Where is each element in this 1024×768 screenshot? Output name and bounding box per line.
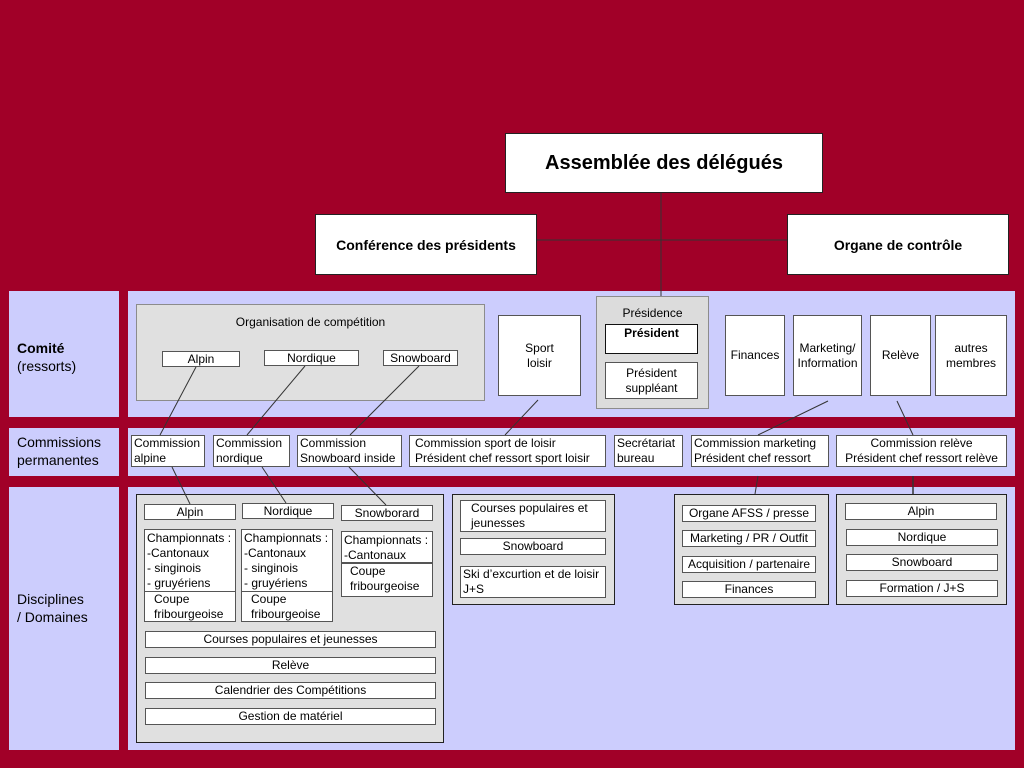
presidence-title: Présidence bbox=[622, 306, 683, 320]
nordique-coupe: Coupe fribourgeoise bbox=[241, 591, 333, 622]
assembly-box: Assemblée des délégués bbox=[505, 133, 823, 193]
commission-marketing: Commission marketing Président chef ress… bbox=[691, 435, 829, 467]
autres-membres-box: autres membres bbox=[935, 315, 1007, 396]
president-box: Président bbox=[605, 324, 698, 354]
president-suppleant-box: Président suppléant bbox=[605, 362, 698, 399]
releve-item-formation: Formation / J+S bbox=[846, 580, 998, 597]
org-competition-title: Organisation de compétition bbox=[235, 315, 386, 329]
org-item-nordique: Nordique bbox=[264, 350, 359, 366]
marketing-item-pr: Marketing / PR / Outfit bbox=[682, 530, 816, 547]
row-label-commissions: Commissions permanentes bbox=[17, 434, 102, 468]
loisir-snowboard: Snowboard bbox=[460, 538, 606, 555]
conference-box: Conférence des présidents bbox=[315, 214, 537, 275]
releve-item-nordique: Nordique bbox=[846, 529, 998, 546]
commission-snowboard: Commission Snowboard inside bbox=[297, 435, 402, 467]
org-item-alpin: Alpin bbox=[162, 351, 240, 367]
commission-sport-loisir: Commission sport de loisir Président che… bbox=[409, 435, 606, 467]
conference-title: Conférence des présidents bbox=[336, 236, 516, 253]
finances-box: Finances bbox=[725, 315, 785, 396]
control-box: Organe de contrôle bbox=[787, 214, 1009, 275]
commission-releve: Commission relève Président chef ressort… bbox=[836, 435, 1007, 467]
comp-row-materiel: Gestion de matériel bbox=[145, 708, 436, 725]
row-label-comite-bold: Comité bbox=[17, 340, 65, 356]
comp-row-courses: Courses populaires et jeunesses bbox=[145, 631, 436, 648]
row-label-comite: Comité (ressorts) bbox=[17, 339, 117, 375]
marketing-box: Marketing/ Information bbox=[793, 315, 862, 396]
commission-nordique: Commission nordique bbox=[213, 435, 290, 467]
snowboard-championnats: Championnats : -Cantonaux bbox=[341, 531, 433, 563]
row-label-disciplines: Disciplines / Domaines bbox=[17, 591, 88, 625]
marketing-item-finances: Finances bbox=[682, 581, 816, 598]
secretariat-bureau: Secrétariat bureau bbox=[614, 435, 683, 467]
disc-header-nordique: Nordique bbox=[242, 503, 334, 519]
loisir-courses: Courses populaires et jeunesses bbox=[460, 500, 606, 532]
disciplines-label-band bbox=[9, 487, 119, 750]
disc-header-snowboard: Snowborard bbox=[341, 505, 433, 521]
commission-alpine: Commission alpine bbox=[131, 435, 205, 467]
comite-label-band bbox=[9, 291, 119, 417]
commissions-label-band bbox=[9, 428, 119, 476]
marketing-item-acquisition: Acquisition / partenaire bbox=[682, 556, 816, 573]
org-item-snowboard: Snowboard bbox=[383, 350, 458, 366]
alpin-championnats: Championnats : -Cantonaux - singinois - … bbox=[144, 529, 236, 592]
releve-box: Relève bbox=[870, 315, 931, 396]
comp-row-calendrier: Calendrier des Compétitions bbox=[145, 682, 436, 699]
releve-item-alpin: Alpin bbox=[845, 503, 997, 520]
nordique-championnats: Championnats : -Cantonaux - singinois - … bbox=[241, 529, 333, 592]
comp-row-releve: Relève bbox=[145, 657, 436, 674]
sport-loisir-box: Sport loisir bbox=[498, 315, 581, 396]
row-label-comite-sub: (ressorts) bbox=[17, 358, 77, 374]
snowboard-coupe: Coupe fribourgeoise bbox=[341, 563, 433, 597]
alpin-coupe: Coupe fribourgeoise bbox=[144, 591, 236, 622]
disc-header-alpin: Alpin bbox=[144, 504, 236, 520]
releve-item-snowboard: Snowboard bbox=[846, 554, 998, 571]
control-title: Organe de contrôle bbox=[833, 236, 963, 253]
assembly-title: Assemblée des délégués bbox=[545, 151, 783, 174]
marketing-item-afss: Organe AFSS / presse bbox=[682, 505, 816, 522]
loisir-ski: Ski d’excurtion et de loisir J+S bbox=[460, 566, 606, 598]
